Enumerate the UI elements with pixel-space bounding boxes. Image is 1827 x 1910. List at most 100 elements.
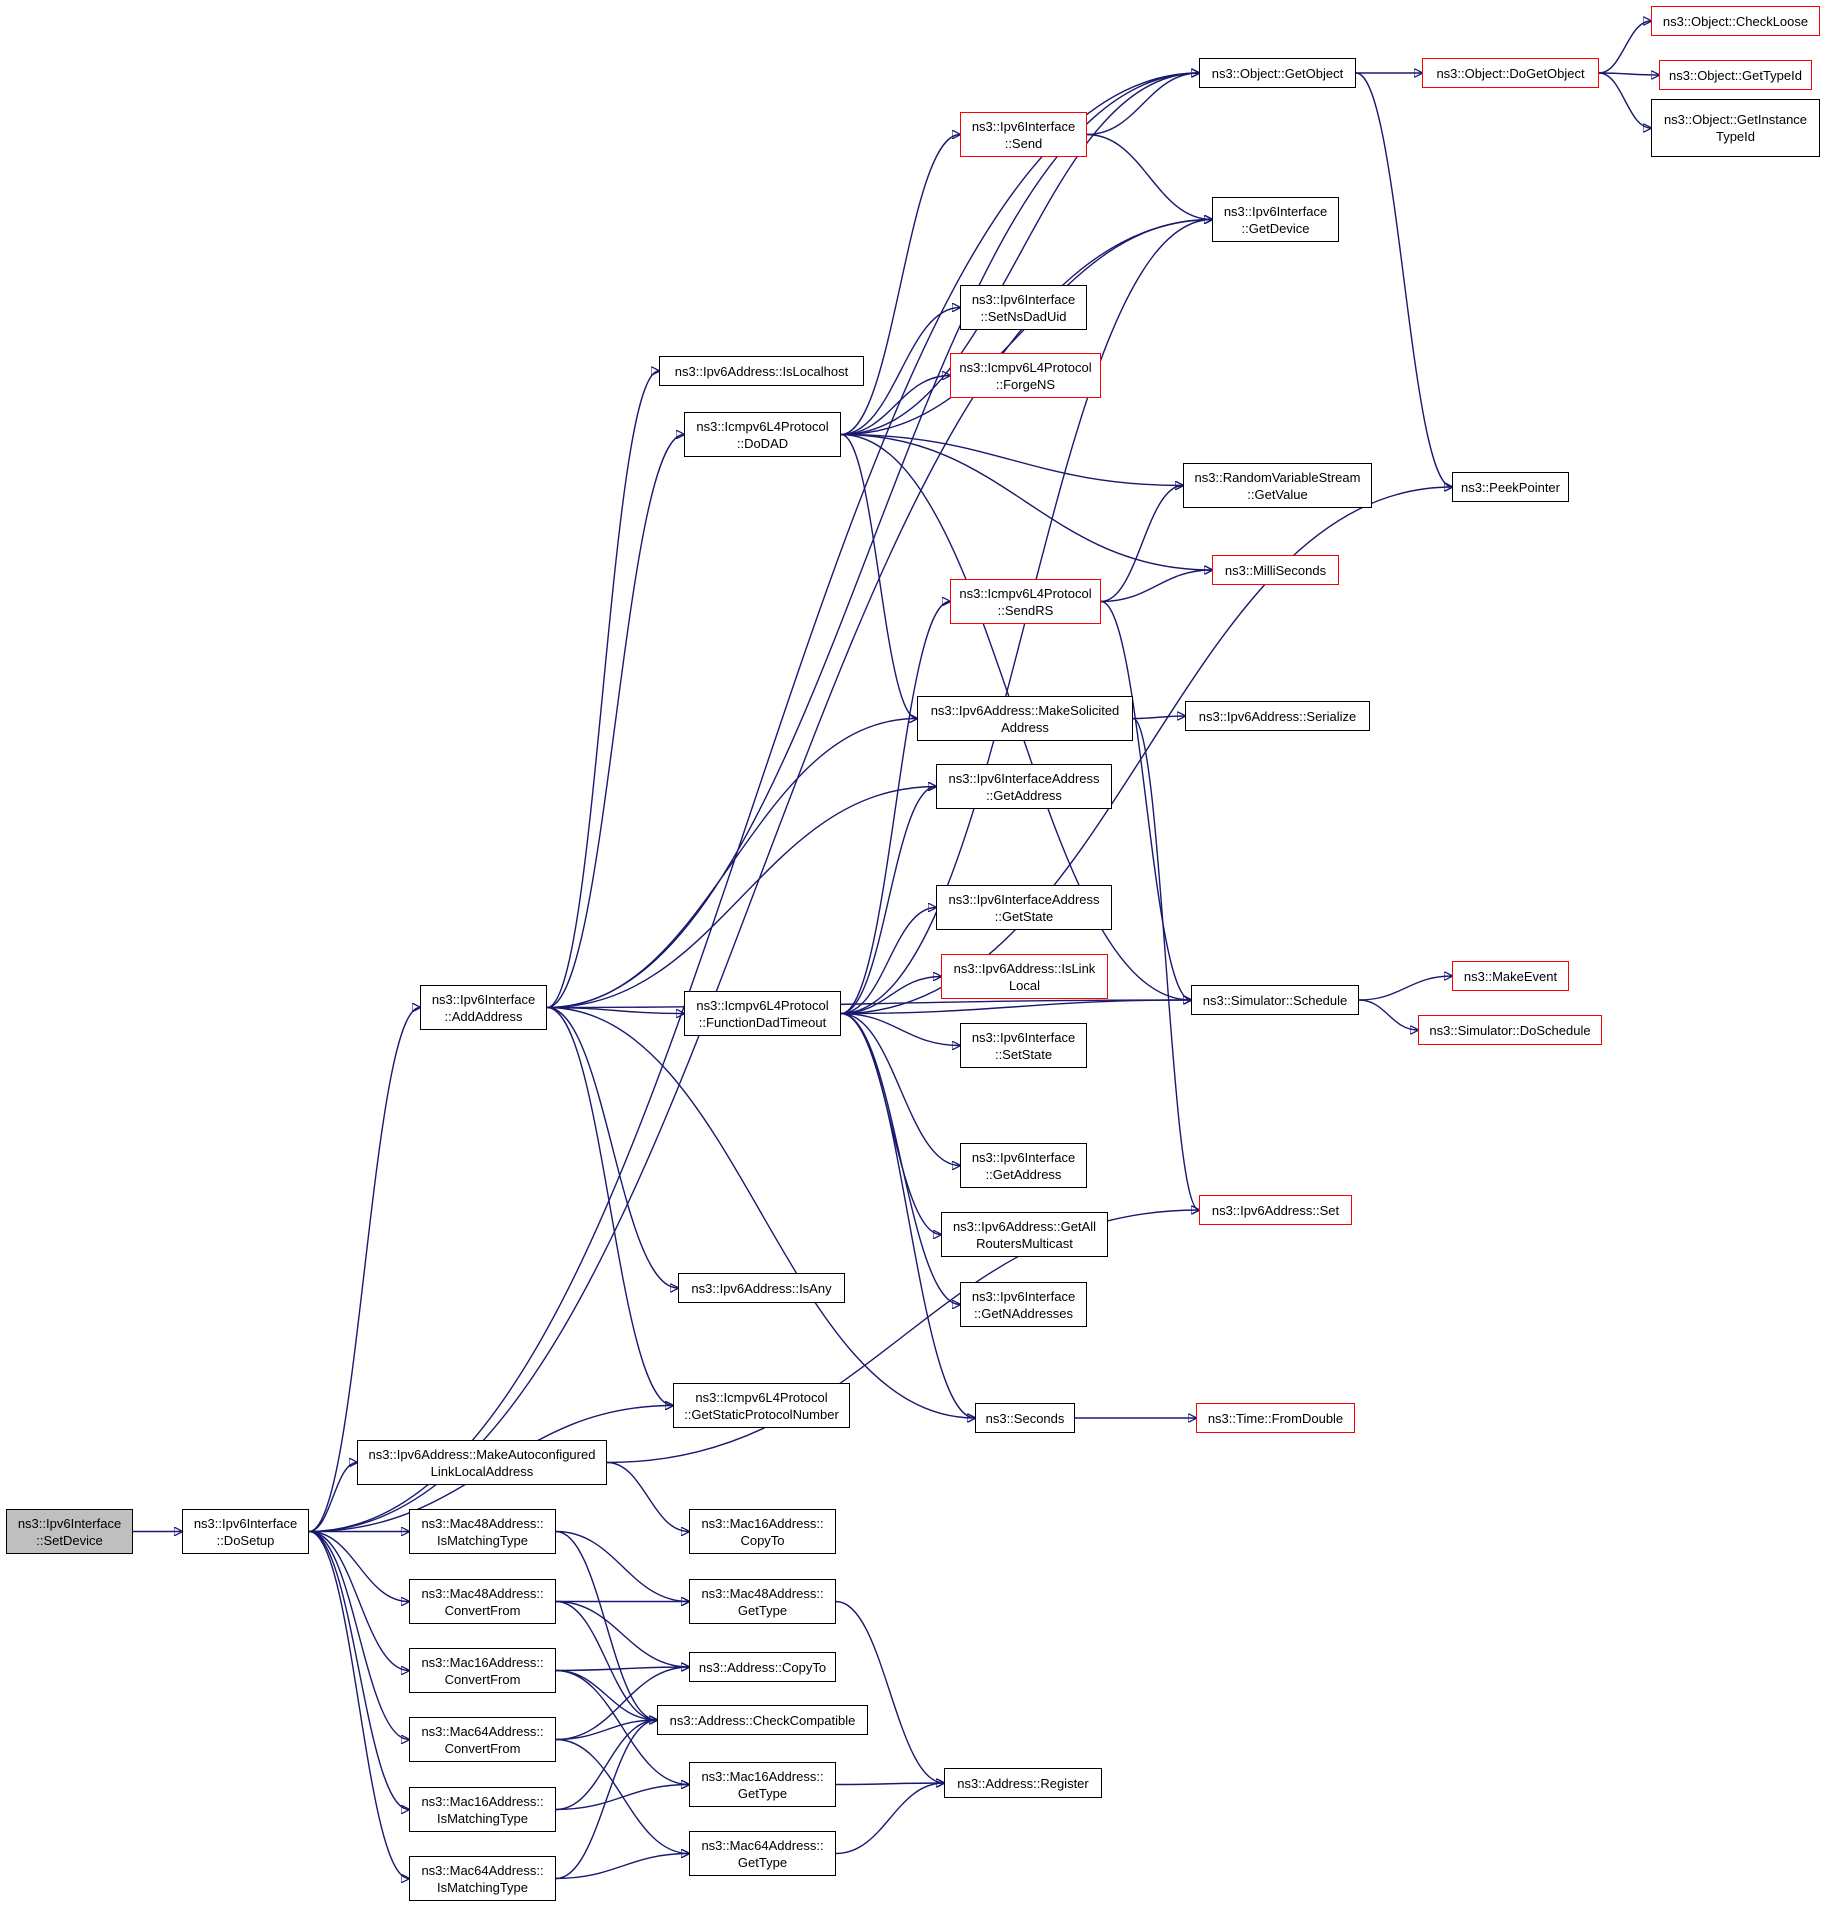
node-checkcompatible[interactable]: ns3::Address::CheckCompatible (657, 1705, 868, 1735)
edge-mac48convertfrom-to-checkcompatible (555, 1600, 657, 1721)
node-mac64gettype[interactable]: ns3::Mac64Address:: GetType (689, 1831, 836, 1876)
edge-sendrs-to-schedule (1100, 600, 1191, 1001)
node-getinstancetypeid[interactable]: ns3::Object::GetInstance TypeId (1651, 99, 1820, 157)
node-getstaticprotocolnumber[interactable]: ns3::Icmpv6L4Protocol ::GetStaticProtoco… (673, 1383, 850, 1428)
edge-dodad-to-makesolicited (840, 433, 917, 719)
node-schedule[interactable]: ns3::Simulator::Schedule (1191, 985, 1359, 1015)
node-peekpointer[interactable]: ns3::PeekPointer (1452, 472, 1569, 502)
edge-sendrs-to-rvsgetvalue (1100, 486, 1183, 603)
node-serialize[interactable]: ns3::Ipv6Address::Serialize (1185, 701, 1370, 731)
node-mac64convertfrom[interactable]: ns3::Mac64Address:: ConvertFrom (409, 1717, 556, 1762)
edge-addaddress-to-dodad (546, 435, 684, 1009)
node-getallrouters[interactable]: ns3::Ipv6Address::GetAll RoutersMulticas… (941, 1212, 1108, 1257)
edge-dosetup-to-mac64ismatching (308, 1530, 409, 1879)
node-milliseconds[interactable]: ns3::MilliSeconds (1212, 555, 1339, 585)
node-mac48convertfrom[interactable]: ns3::Mac48Address:: ConvertFrom (409, 1579, 556, 1624)
edge-functiondadtimeout-to-islinklocal (840, 977, 941, 1015)
edge-makeautolinklocal-to-mac16copyto (606, 1461, 689, 1532)
edge-dogetobject-to-gettypeid (1598, 73, 1659, 75)
node-functiondadtimeout[interactable]: ns3::Icmpv6L4Protocol ::FunctionDadTimeo… (684, 991, 841, 1036)
edge-dogetobject-to-checkloose (1598, 21, 1651, 74)
node-dodad[interactable]: ns3::Icmpv6L4Protocol ::DoDAD (684, 412, 841, 457)
node-setdevice: ns3::Ipv6Interface ::SetDevice (6, 1509, 133, 1554)
node-rvsgetvalue[interactable]: ns3::RandomVariableStream ::GetValue (1183, 463, 1372, 508)
edge-mac16ismatching-to-mac16gettype (555, 1785, 689, 1811)
edge-mac16gettype-to-addressregister (835, 1783, 944, 1785)
node-mac16copyto[interactable]: ns3::Mac16Address:: CopyTo (689, 1509, 836, 1554)
node-ifgetaddress[interactable]: ns3::Ipv6Interface ::GetAddress (960, 1143, 1087, 1188)
edge-functiondadtimeout-to-schedule (840, 1000, 1191, 1015)
edge-addaddress-to-functiondadtimeout (546, 1006, 684, 1014)
edge-mac16convertfrom-to-addresscopyto (555, 1667, 689, 1671)
node-islocalhost[interactable]: ns3::Ipv6Address::IsLocalhost (659, 356, 864, 386)
node-addaddress[interactable]: ns3::Ipv6Interface ::AddAddress (420, 985, 547, 1030)
node-mac16convertfrom[interactable]: ns3::Mac16Address:: ConvertFrom (409, 1648, 556, 1693)
node-forgens[interactable]: ns3::Icmpv6L4Protocol ::ForgeNS (950, 353, 1101, 398)
edge-functiondadtimeout-to-getallrouters (840, 1012, 941, 1235)
edge-functiondadtimeout-to-seconds (840, 1012, 975, 1419)
edge-addaddress-to-seconds (546, 1006, 975, 1419)
edge-dodad-to-send (840, 135, 960, 436)
edge-dosetup-to-mac16convertfrom (308, 1530, 409, 1671)
edge-addaddress-to-schedule (546, 1000, 1191, 1009)
node-getdevice[interactable]: ns3::Ipv6Interface ::GetDevice (1212, 197, 1339, 242)
node-gettypeid[interactable]: ns3::Object::GetTypeId (1659, 60, 1812, 90)
node-setstate[interactable]: ns3::Ipv6Interface ::SetState (960, 1023, 1087, 1068)
edge-dosetup-to-getobject (308, 73, 1199, 1533)
node-dogetobject[interactable]: ns3::Object::DoGetObject (1422, 58, 1599, 88)
edge-dodad-to-forgens (840, 376, 950, 436)
node-isany[interactable]: ns3::Ipv6Address::IsAny (678, 1273, 845, 1303)
edge-mac48ismatching-to-mac48gettype (555, 1530, 689, 1602)
edge-functiondadtimeout-to-sendrs (840, 602, 950, 1015)
edge-dosetup-to-mac16ismatching (308, 1530, 409, 1810)
node-mac48ismatching[interactable]: ns3::Mac48Address:: IsMatchingType (409, 1509, 556, 1554)
node-makesolicited[interactable]: ns3::Ipv6Address::MakeSolicited Address (917, 696, 1133, 741)
edge-dosetup-to-addaddress (308, 1008, 420, 1533)
edge-dodad-to-setnsdaduid (840, 308, 960, 436)
edge-addaddress-to-makesolicited (546, 719, 917, 1009)
edge-schedule-to-doschedule (1358, 999, 1418, 1030)
edge-addaddress-to-islocalhost (546, 371, 659, 1009)
node-mac64ismatching[interactable]: ns3::Mac64Address:: IsMatchingType (409, 1856, 556, 1901)
node-ifaddrgetstate[interactable]: ns3::Ipv6InterfaceAddress ::GetState (936, 885, 1112, 930)
node-mac48gettype[interactable]: ns3::Mac48Address:: GetType (689, 1579, 836, 1624)
edge-send-to-getdevice (1086, 133, 1212, 220)
node-seconds[interactable]: ns3::Seconds (975, 1403, 1075, 1433)
edge-addaddress-to-isany (546, 1006, 678, 1289)
node-addressregister[interactable]: ns3::Address::Register (944, 1768, 1102, 1798)
edge-send-to-getobject (1086, 73, 1199, 136)
edge-mac64convertfrom-to-checkcompatible (555, 1720, 657, 1741)
edge-mac64ismatching-to-mac64gettype (555, 1854, 689, 1880)
node-makeautolinklocal[interactable]: ns3::Ipv6Address::MakeAutoconfigured Lin… (357, 1440, 607, 1485)
node-islinklocal[interactable]: ns3::Ipv6Address::IsLink Local (941, 954, 1108, 999)
edge-functiondadtimeout-to-ifaddrgetaddress (840, 787, 936, 1015)
node-fromdouble[interactable]: ns3::Time::FromDouble (1196, 1403, 1355, 1433)
edge-addaddress-to-ifaddrgetaddress (546, 787, 936, 1009)
edge-functiondadtimeout-to-ifaddrgetstate (840, 908, 936, 1015)
edge-makesolicited-to-serialize (1132, 716, 1185, 719)
node-setnsdaduid[interactable]: ns3::Ipv6Interface ::SetNsDadUid (960, 285, 1087, 330)
node-getobject[interactable]: ns3::Object::GetObject (1199, 58, 1356, 88)
node-dosetup[interactable]: ns3::Ipv6Interface ::DoSetup (182, 1509, 309, 1554)
node-sendrs[interactable]: ns3::Icmpv6L4Protocol ::SendRS (950, 579, 1101, 624)
edge-dodad-to-getobject (840, 73, 1199, 436)
edge-mac16convertfrom-to-mac16gettype (555, 1669, 689, 1785)
node-mac16ismatching[interactable]: ns3::Mac16Address:: IsMatchingType (409, 1787, 556, 1832)
edge-dosetup-to-mac64convertfrom (308, 1530, 409, 1740)
node-doschedule[interactable]: ns3::Simulator::DoSchedule (1418, 1015, 1602, 1045)
node-makeevent[interactable]: ns3::MakeEvent (1452, 961, 1569, 991)
node-ifaddrgetaddress[interactable]: ns3::Ipv6InterfaceAddress ::GetAddress (936, 764, 1112, 809)
node-checkloose[interactable]: ns3::Object::CheckLoose (1651, 6, 1820, 36)
node-send[interactable]: ns3::Ipv6Interface ::Send (960, 112, 1087, 157)
node-addresscopyto[interactable]: ns3::Address::CopyTo (689, 1652, 836, 1682)
edge-sendrs-to-milliseconds (1100, 570, 1212, 603)
node-mac16gettype[interactable]: ns3::Mac16Address:: GetType (689, 1762, 836, 1807)
edge-functiondadtimeout-to-setstate (840, 1012, 960, 1046)
node-ipv6set[interactable]: ns3::Ipv6Address::Set (1199, 1195, 1352, 1225)
edge-mac48ismatching-to-checkcompatible (555, 1530, 657, 1721)
edge-dosetup-to-makeautolinklocal (308, 1463, 357, 1533)
node-getnaddresses[interactable]: ns3::Ipv6Interface ::GetNAddresses (960, 1282, 1087, 1327)
edge-mac48convertfrom-to-addresscopyto (555, 1600, 689, 1668)
